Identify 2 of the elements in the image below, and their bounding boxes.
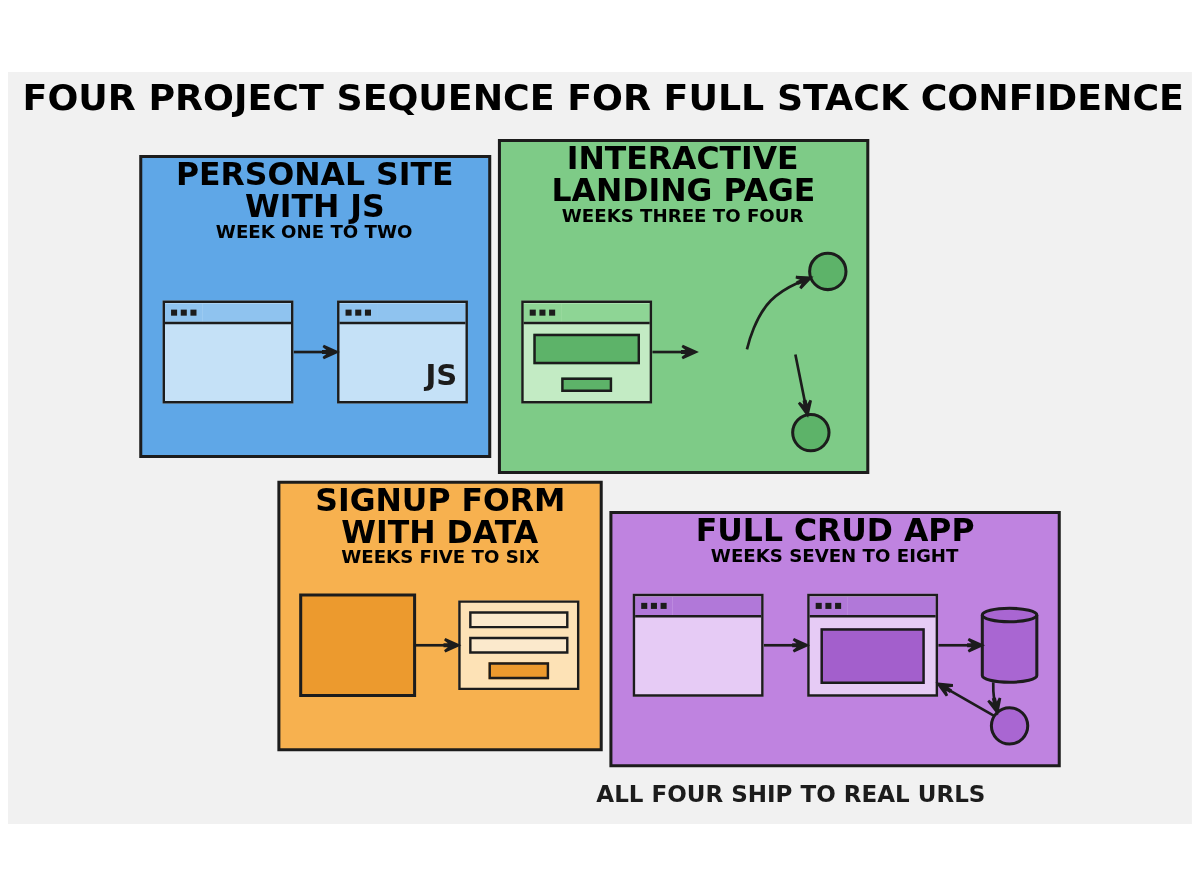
diagram-title: FOUR PROJECT SEQUENCE FOR FULL STACK CONFIDENCE xyxy=(22,75,1184,119)
caption: ALL FOUR SHIP TO REAL URLS xyxy=(596,780,986,807)
